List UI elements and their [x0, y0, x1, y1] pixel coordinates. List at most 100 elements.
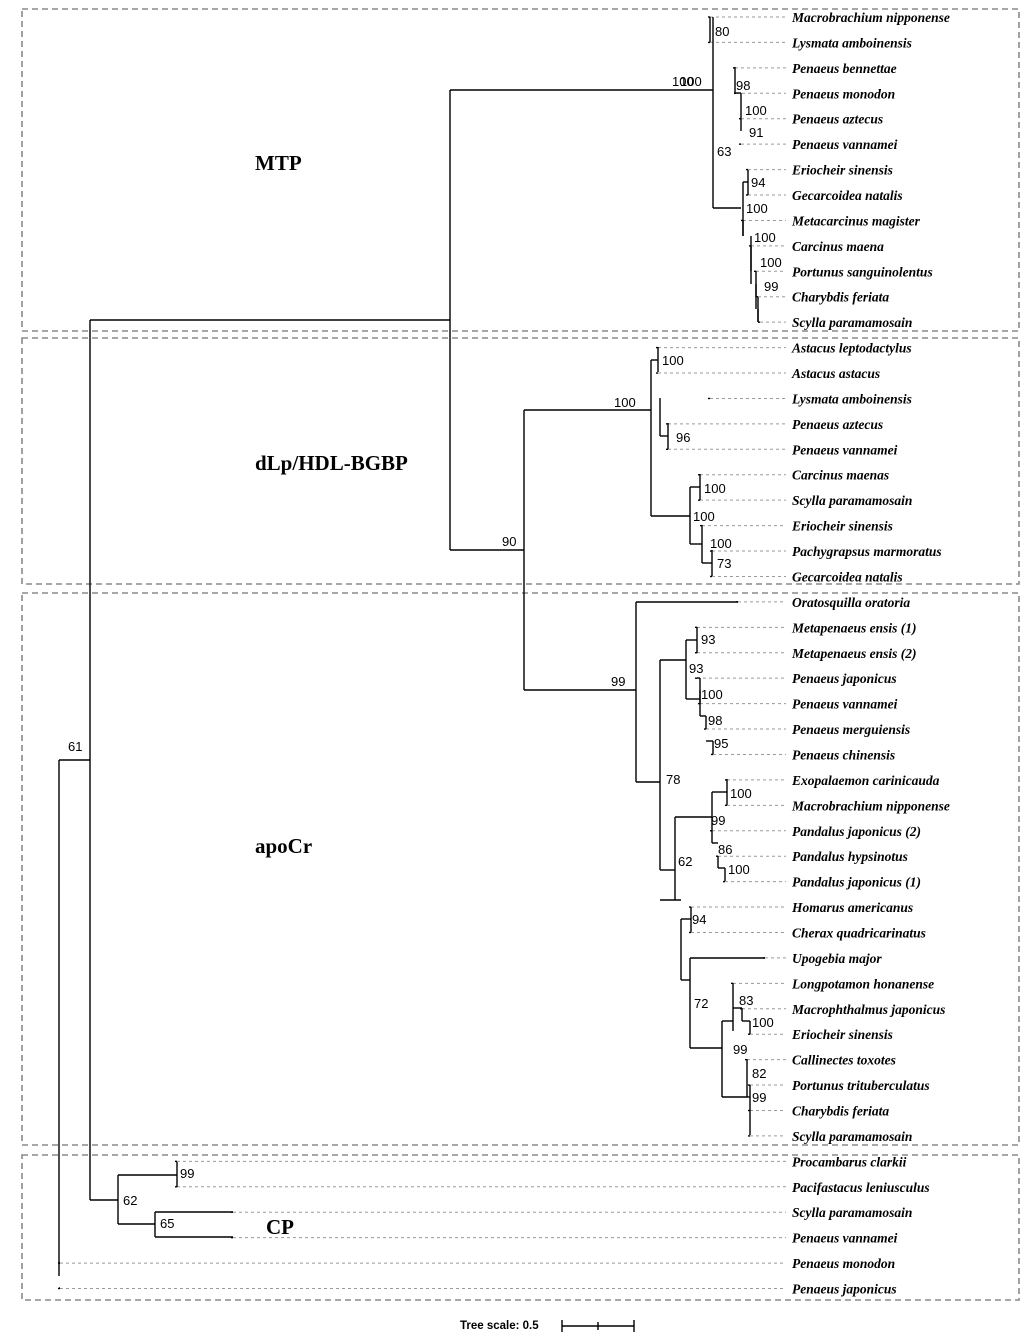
- taxon-label: Eriocheir sinensis: [791, 1027, 893, 1042]
- support-value: 98: [708, 713, 722, 728]
- taxon-label: Penaeus monodon: [792, 86, 895, 101]
- support-value: 100: [662, 353, 684, 368]
- support-value: 93: [701, 632, 715, 647]
- taxon-label: Macrobrachium nipponense: [791, 10, 950, 25]
- taxon-label: Carcinus maenas: [792, 468, 889, 483]
- taxon-label: Penaeus chinensis: [792, 747, 895, 762]
- taxon-label: Penaeus vannamei: [792, 137, 898, 152]
- support-value: 100: [701, 687, 723, 702]
- taxon-label: Pandalus japonicus (1): [792, 875, 921, 890]
- support-value: 90: [502, 534, 516, 549]
- support-value: 94: [751, 175, 765, 190]
- group-label-apocr: apoCr: [255, 834, 312, 858]
- taxon-label: Pachygrapsus marmoratus: [792, 544, 942, 559]
- taxon-label: Gecarcoidea natalis: [792, 569, 903, 584]
- support-value: 100: [693, 509, 715, 524]
- taxon-label: Penaeus aztecus: [792, 112, 883, 127]
- taxon-label: Astacus astacus: [791, 366, 880, 381]
- taxon-label: Homarus americanus: [791, 900, 913, 915]
- support-value: 100: [680, 74, 702, 89]
- support-value: 62: [678, 854, 692, 869]
- taxon-label: Eriocheir sinensis: [791, 163, 893, 178]
- taxon-label: Pacifastacus leniusculus: [792, 1180, 930, 1195]
- support-value: 62: [123, 1193, 137, 1208]
- taxon-label: Exopalaemon carinicauda: [791, 773, 940, 788]
- taxon-label: Penaeus bennettae: [792, 61, 897, 76]
- support-value: 99: [711, 813, 725, 828]
- support-value: 73: [717, 556, 731, 571]
- taxon-label: Pandalus japonicus (2): [792, 824, 921, 839]
- taxon-label: Penaeus merguiensis: [792, 722, 910, 737]
- taxon-label: Metapenaeus ensis (1): [791, 620, 917, 635]
- support-value: 94: [692, 912, 706, 927]
- support-value: 80: [715, 24, 729, 39]
- support-value: 100: [614, 395, 636, 410]
- taxon-label: Charybdis feriata: [792, 1103, 889, 1118]
- support-value: 100: [730, 786, 752, 801]
- taxon-label: Procambarus clarkii: [792, 1154, 907, 1169]
- support-value: 63: [717, 144, 731, 159]
- taxon-label: Scylla paramamosain: [792, 315, 912, 330]
- support-value: 100: [745, 103, 767, 118]
- taxon-label: Oratosquilla oratoria: [792, 595, 910, 610]
- support-value: 95: [714, 736, 728, 751]
- taxon-label: Upogebia major: [792, 951, 882, 966]
- group-label-dlp: dLp/HDL-BGBP: [255, 451, 408, 475]
- taxon-label: Penaeus vannamei: [792, 442, 898, 457]
- support-value: 99: [752, 1090, 766, 1105]
- taxon-label: Metapenaeus ensis (2): [791, 646, 917, 661]
- support-value: 61: [68, 739, 82, 754]
- support-value: 100: [746, 201, 768, 216]
- branches: [58, 16, 765, 1290]
- support-value: 99: [764, 279, 778, 294]
- taxon-label: Callinectes toxotes: [792, 1053, 896, 1068]
- group-label-cp: CP: [266, 1215, 294, 1239]
- panel-cp: [21, 1154, 1020, 1301]
- taxon-label: Cherax quadricarinatus: [792, 925, 926, 940]
- support-value: 99: [180, 1166, 194, 1181]
- support-value: 100: [704, 481, 726, 496]
- taxon-label: Scylla paramamosain: [792, 1205, 912, 1220]
- taxon-label: Penaeus japonicus: [792, 671, 897, 686]
- support-value: 86: [718, 842, 732, 857]
- support-value: 100: [710, 536, 732, 551]
- taxon-label: Astacus leptodactylus: [791, 341, 912, 356]
- taxon-label: Macrophthalmus japonicus: [791, 1002, 945, 1017]
- panel-apocr: [21, 592, 1020, 1146]
- taxon-label: Penaeus monodon: [792, 1256, 895, 1271]
- taxon-label: Longpotamon honanense: [791, 976, 934, 991]
- support-value: 100: [672, 74, 694, 89]
- taxon-label: Penaeus vannamei: [792, 1231, 898, 1246]
- taxon-label: Metacarcinus magister: [791, 213, 921, 228]
- support-value: 100: [760, 255, 782, 270]
- support-value: 78: [666, 772, 680, 787]
- taxon-label: Carcinus maena: [792, 239, 884, 254]
- taxon-label: Penaeus vannamei: [792, 697, 898, 712]
- panel-dlp: [21, 337, 1020, 585]
- support-value: 91: [749, 125, 763, 140]
- support-value: 100: [752, 1015, 774, 1030]
- taxon-label: Eriocheir sinensis: [791, 519, 893, 534]
- support-value: 83: [739, 993, 753, 1008]
- support-value: 82: [752, 1066, 766, 1081]
- taxon-label: Portunus trituberculatus: [792, 1078, 930, 1093]
- taxon-label: Charybdis feriata: [792, 290, 889, 305]
- taxon-label: Penaeus japonicus: [792, 1282, 897, 1297]
- taxon-label: Scylla paramamosain: [792, 493, 912, 508]
- leader-lines: [60, 16, 786, 1289]
- taxon-label: Gecarcoidea natalis: [792, 188, 903, 203]
- support-value: 99: [611, 674, 625, 689]
- taxon-label: Pandalus hypsinotus: [792, 849, 908, 864]
- taxon-label: Scylla paramamosain: [792, 1129, 912, 1144]
- group-label-mtp: MTP: [255, 151, 302, 175]
- taxon-label: Lysmata amboinensis: [791, 391, 912, 406]
- taxon-label: Macrobrachium nipponense: [791, 798, 950, 813]
- support-value: 96: [676, 430, 690, 445]
- support-value: 99: [733, 1042, 747, 1057]
- support-value: 72: [694, 996, 708, 1011]
- tree-scale-bar: [561, 1320, 635, 1332]
- taxon-label: Penaeus aztecus: [792, 417, 883, 432]
